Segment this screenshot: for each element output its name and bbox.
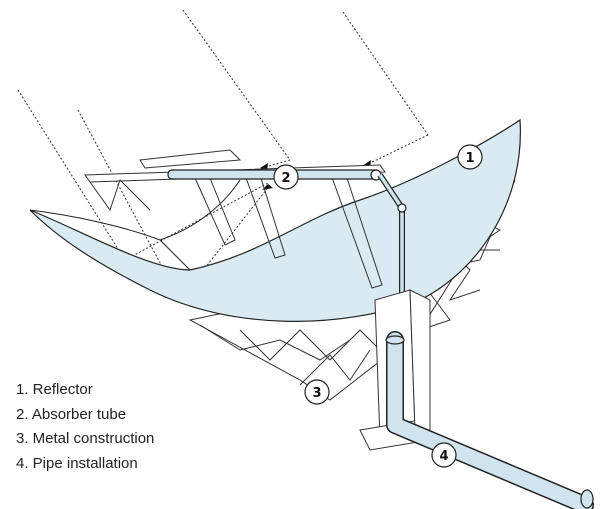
callout-2-label: 2: [281, 171, 290, 186]
callout-4: 4: [431, 442, 457, 468]
pipe-installation: [385, 331, 594, 509]
legend: 1. Reflector 2. Absorber tube 3. Metal c…: [16, 378, 154, 476]
legend-item-absorber-tube: 2. Absorber tube: [16, 405, 127, 423]
callout-1: 1: [457, 144, 483, 170]
callout-1-label: 1: [465, 151, 474, 166]
callout-4-label: 4: [439, 449, 448, 464]
legend-item-reflector: 1. Reflector: [16, 381, 93, 398]
reflector: [29, 118, 521, 322]
legend-item-metal-construction: 3. Metal construction: [16, 430, 155, 447]
legend-item-pipe-installation: 4. Pipe installation: [16, 454, 138, 472]
callout-3: 3: [304, 379, 330, 405]
callout-2: 2: [273, 164, 299, 190]
callout-3-label: 3: [312, 386, 321, 401]
